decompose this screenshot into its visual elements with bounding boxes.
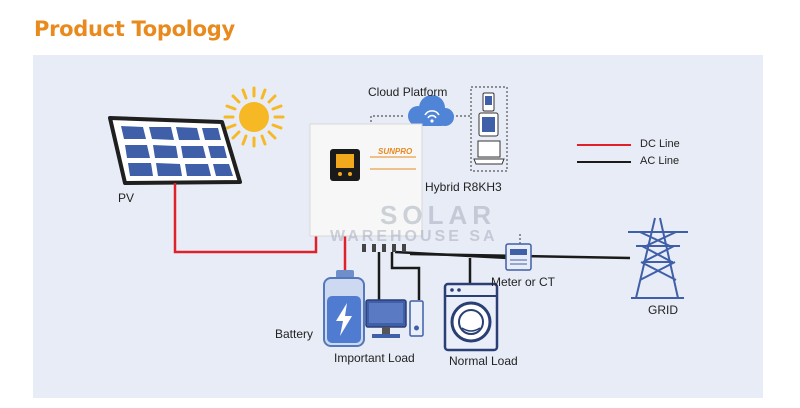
grid-tower-icon bbox=[628, 217, 688, 299]
phone-icon bbox=[482, 92, 495, 112]
pv-label: PV bbox=[118, 191, 135, 205]
important-load-label: Important Load bbox=[334, 351, 415, 365]
laptop-icon bbox=[473, 140, 505, 165]
watermark-line2: WAREHOUSE SA bbox=[330, 228, 498, 245]
meter-icon bbox=[505, 243, 532, 271]
legend-ac-label: AC Line bbox=[640, 155, 680, 167]
inverter-brand: SUNPRO bbox=[378, 147, 413, 156]
inverter-icon bbox=[309, 123, 423, 252]
tablet-icon bbox=[478, 112, 499, 137]
battery-icon bbox=[323, 270, 365, 347]
watermark-line1: SOLAR bbox=[380, 200, 496, 230]
washing-machine-icon bbox=[443, 282, 499, 352]
inverter-label: Hybrid R8KH3 bbox=[425, 180, 502, 194]
dc-line-pv bbox=[173, 183, 318, 254]
cloud-icon bbox=[408, 95, 454, 126]
battery-label: Battery bbox=[275, 327, 314, 341]
legend-dc-label: DC Line bbox=[640, 138, 680, 150]
sun-icon bbox=[223, 86, 285, 148]
grid-label: GRID bbox=[648, 303, 678, 317]
normal-load-label: Normal Load bbox=[449, 354, 518, 368]
cloud-platform-label: Cloud Platform bbox=[368, 85, 448, 99]
meter-label: Meter or CT bbox=[491, 275, 556, 289]
computer-icon bbox=[365, 299, 424, 338]
page-title: Product Topology bbox=[34, 17, 235, 41]
solar-panel-icon bbox=[108, 116, 242, 185]
